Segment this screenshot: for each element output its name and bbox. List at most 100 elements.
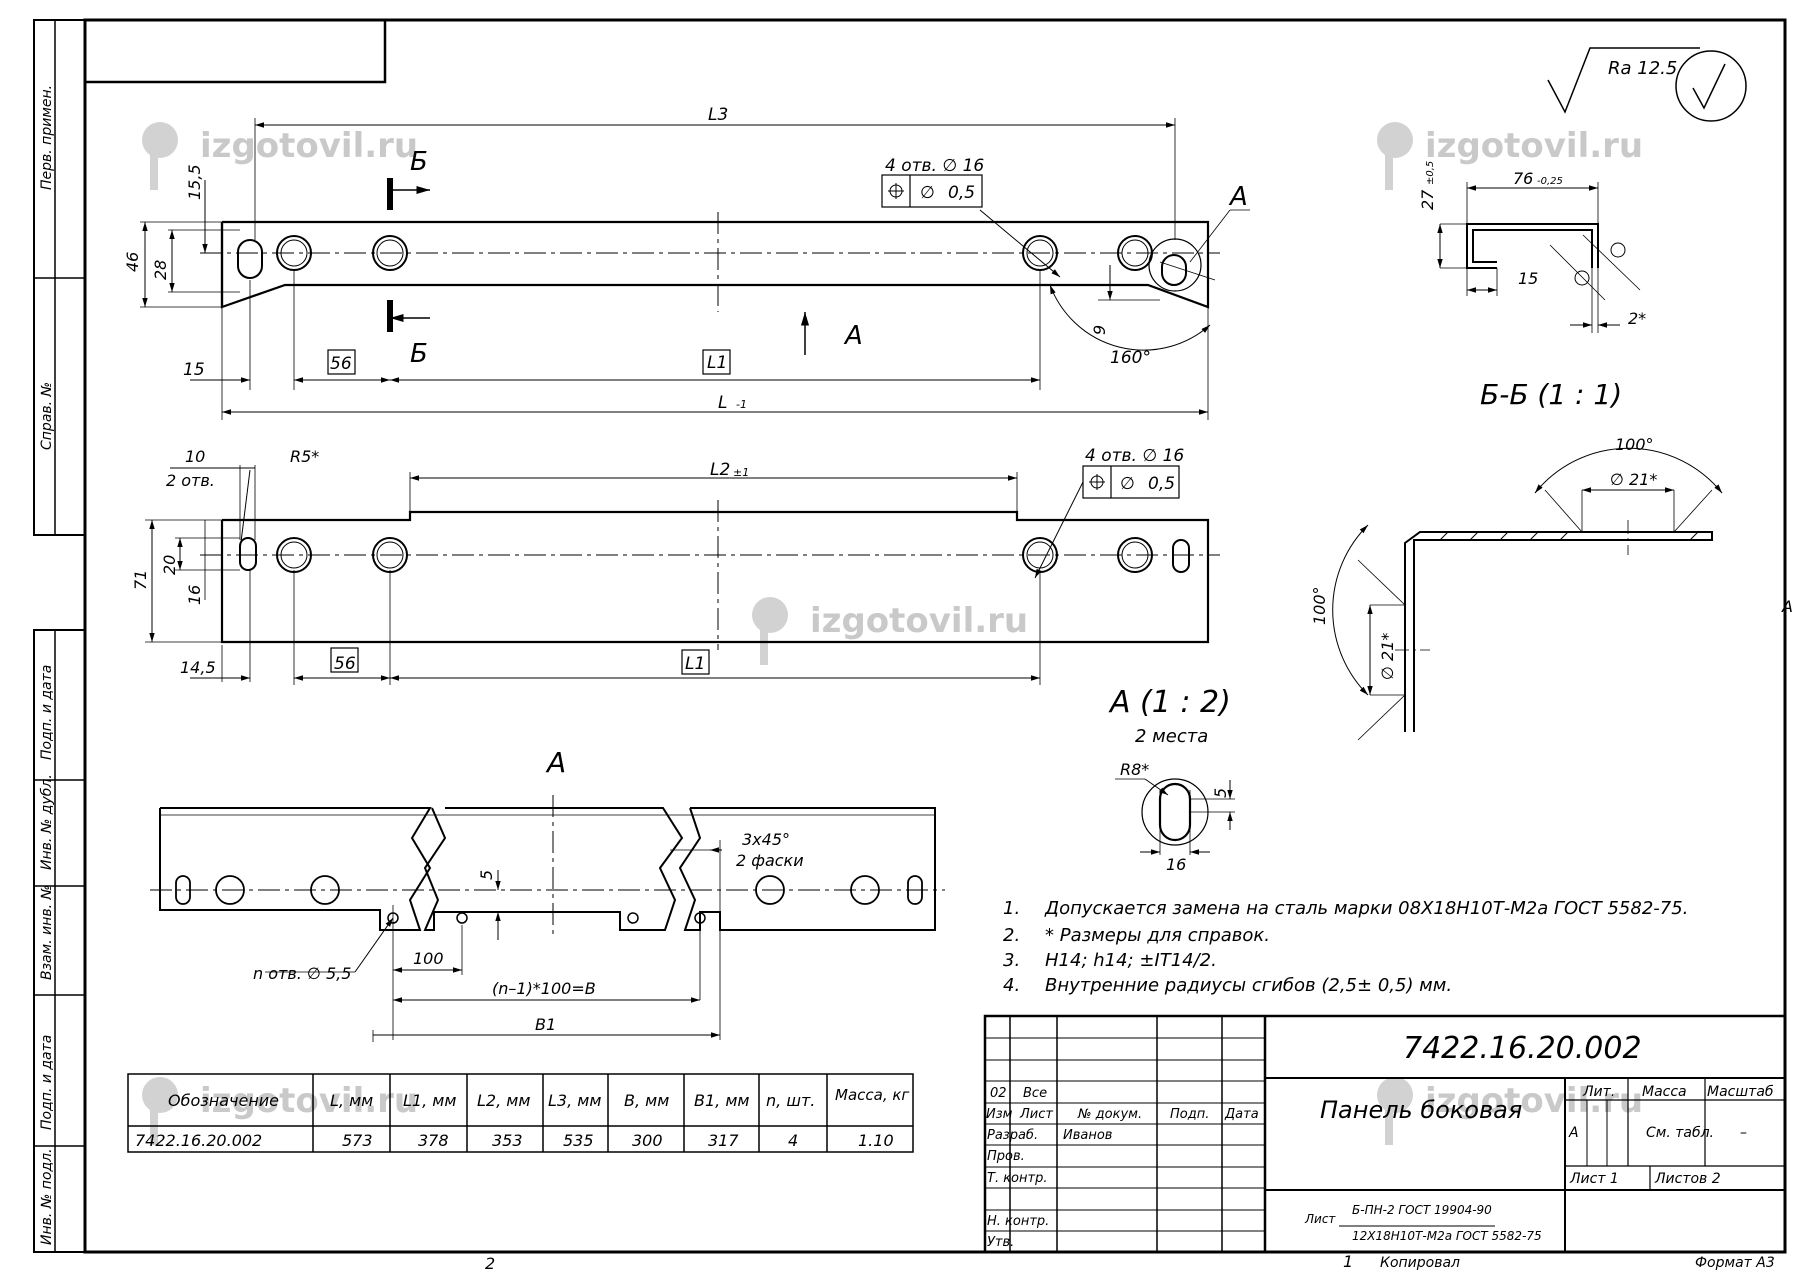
right-edge-label: A bbox=[1781, 597, 1793, 616]
dim-L2-tol: ±1 bbox=[733, 466, 749, 479]
table-header: B, мм bbox=[624, 1091, 669, 1110]
tol-symbol: ∅ bbox=[920, 183, 935, 203]
table-cell: 535 bbox=[563, 1131, 594, 1150]
holes-n-label: n отв. ∅ 5,5 bbox=[253, 964, 351, 983]
dim-56: 56 bbox=[334, 654, 356, 674]
dim-L-tol: -1 bbox=[736, 398, 747, 411]
view-A-title: A bbox=[545, 746, 566, 779]
dim-L: L bbox=[718, 393, 727, 413]
dim-15-5: 15,5 bbox=[185, 164, 204, 200]
side-label: Подп. и дата bbox=[39, 665, 55, 760]
page-right: 1 bbox=[1343, 1252, 1353, 1271]
section-BB-title: Б-Б (1 : 1) bbox=[1480, 378, 1622, 411]
side-label: Перв. примен. bbox=[39, 85, 55, 190]
holes-label: 4 отв. ∅ 16 bbox=[1085, 446, 1184, 466]
dim-76: 76 bbox=[1513, 169, 1533, 188]
table-header: L, мм bbox=[330, 1091, 373, 1110]
watermark-logo-icon bbox=[1377, 1077, 1413, 1145]
table-header: L2, мм bbox=[477, 1091, 530, 1110]
part-name: Панель боковая bbox=[1320, 1096, 1522, 1124]
table-cell: 300 bbox=[632, 1131, 663, 1150]
dim-100: 100 bbox=[413, 949, 444, 968]
material-1: Б-ПН-2 ГОСТ 19904-90 bbox=[1352, 1203, 1492, 1217]
holes-label: 4 отв. ∅ 16 bbox=[885, 156, 984, 176]
dim-76-tol: -0,25 bbox=[1537, 176, 1563, 187]
dim-5: 5 bbox=[477, 870, 496, 880]
dim-20: 20 bbox=[160, 555, 179, 575]
note-text: Допускается замена на сталь марки 08Х18Н… bbox=[1044, 898, 1688, 919]
rev-number: 02 bbox=[990, 1086, 1007, 1101]
dim-L1: L1 bbox=[685, 654, 705, 674]
scale-header: Масштаб bbox=[1707, 1084, 1774, 1100]
dim-46: 46 bbox=[123, 252, 142, 272]
dim-28: 28 bbox=[151, 260, 170, 280]
section-mark-B: Б bbox=[410, 339, 428, 369]
dim-10: 10 bbox=[185, 447, 205, 466]
note-number: 1. bbox=[1003, 898, 1020, 919]
dim-71: 71 bbox=[131, 570, 150, 590]
section-BB bbox=[1332, 447, 1723, 741]
watermark-logo-icon bbox=[752, 597, 788, 665]
roughness-label: Ra 12.5 bbox=[1608, 58, 1677, 79]
table-cell: 317 bbox=[708, 1131, 739, 1150]
roughness-symbol bbox=[1547, 47, 1747, 122]
tol-symbol: ∅ bbox=[1120, 474, 1135, 494]
note-text: Внутренние радиусы сгибов (2,5± 0,5) мм. bbox=[1045, 975, 1452, 996]
note-text: H14; h14; ±IT14/2. bbox=[1045, 950, 1217, 971]
dim-L3: L3 bbox=[708, 105, 728, 125]
format-label: Формат А3 bbox=[1695, 1255, 1775, 1271]
flat-view bbox=[145, 465, 1220, 685]
table-header: L3, мм bbox=[548, 1091, 601, 1110]
watermark-text: izgotovil.ru bbox=[810, 601, 1028, 641]
row-nkontr: Н. контр. bbox=[987, 1214, 1049, 1229]
mass-value: См. табл. bbox=[1646, 1125, 1714, 1141]
table-cell: 1.10 bbox=[858, 1131, 894, 1150]
dim-angle-160: 160° bbox=[1110, 348, 1151, 368]
scale-value: – bbox=[1740, 1125, 1747, 1141]
detail-mark-A: A bbox=[1228, 182, 1248, 212]
angle-100: 100° bbox=[1615, 435, 1654, 454]
sheet-frame bbox=[33, 18, 1787, 1254]
table-cell: 4 bbox=[788, 1131, 798, 1150]
table-cell: 7422.16.20.002 bbox=[135, 1131, 262, 1150]
watermark-text: izgotovil.ru bbox=[200, 1081, 418, 1121]
table-header: B1, мм bbox=[694, 1091, 749, 1110]
detail-A bbox=[1115, 778, 1235, 855]
side-label: Подп. и дата bbox=[39, 1035, 55, 1130]
dim-27-tol: ±0,5 bbox=[1425, 161, 1436, 185]
tol-value: 0,5 bbox=[1148, 474, 1175, 494]
table-header: Обозначение bbox=[168, 1091, 279, 1110]
table-header: n, шт. bbox=[766, 1091, 815, 1110]
col-data: Дата bbox=[1224, 1107, 1259, 1122]
dim-15: 15 bbox=[183, 360, 205, 380]
table-cell: 378 bbox=[418, 1131, 449, 1150]
dim-2-holes: 2 отв. bbox=[166, 471, 215, 490]
col-list: Лист bbox=[1019, 1107, 1053, 1122]
title-block bbox=[983, 1014, 1787, 1254]
dim-14-5: 14,5 bbox=[180, 658, 216, 677]
lit-value: A bbox=[1568, 1125, 1579, 1141]
sheet-total: Листов 2 bbox=[1654, 1171, 1721, 1187]
detail-A-title: A (1 : 2) bbox=[1108, 685, 1231, 720]
detail-A-subtitle: 2 места bbox=[1135, 726, 1208, 747]
dia-21: ∅ 21* bbox=[1378, 633, 1397, 680]
params-table bbox=[127, 1073, 914, 1153]
dim-15: 15 bbox=[1518, 269, 1538, 288]
razrab-name: Иванов bbox=[1063, 1128, 1112, 1143]
col-podp: Подп. bbox=[1170, 1107, 1209, 1122]
table-cell: 353 bbox=[492, 1131, 523, 1150]
watermark-logo-icon bbox=[1377, 122, 1413, 190]
col-izm: Изм bbox=[986, 1107, 1013, 1122]
section-mark-B: Б bbox=[410, 147, 428, 177]
table-cell: 573 bbox=[342, 1131, 373, 1150]
doc-code: 7422.16.20.002 bbox=[1403, 1031, 1642, 1066]
rev-text: Все bbox=[1023, 1086, 1047, 1101]
dim-r5: R5* bbox=[290, 447, 319, 466]
mass-header: Масса bbox=[1642, 1084, 1687, 1100]
material-2: 12Х18Н10Т-М2а ГОСТ 5582-75 bbox=[1352, 1229, 1542, 1243]
watermark-logo-icon bbox=[142, 1077, 178, 1145]
note-text: * Размеры для справок. bbox=[1045, 925, 1270, 946]
profile-view bbox=[1437, 182, 1641, 333]
table-header: Масса, кг bbox=[835, 1086, 909, 1104]
